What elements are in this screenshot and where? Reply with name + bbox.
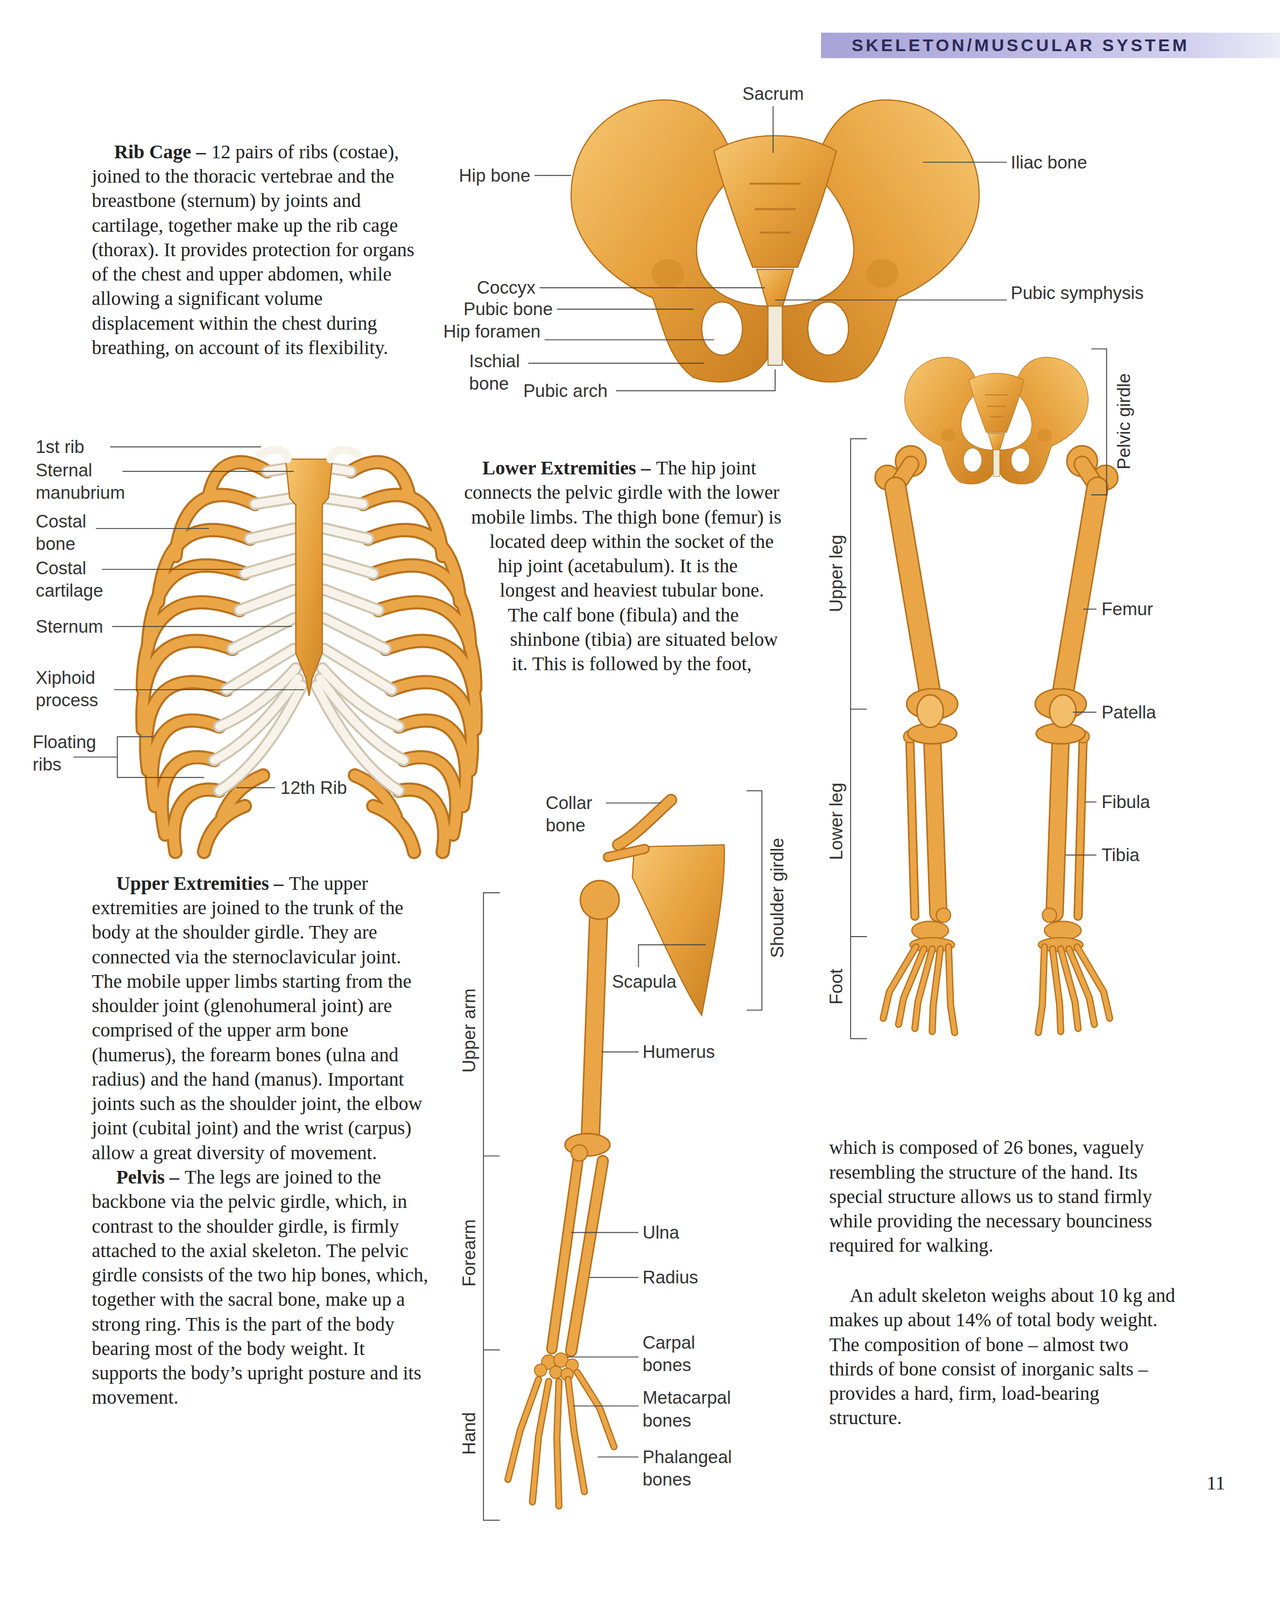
text-column: which is composed of 26 bones, vaguely r… bbox=[829, 1135, 1176, 1258]
header-band: SKELETON/MUSCULAR SYSTEM bbox=[820, 32, 1280, 58]
part-label: Phalangeal bones bbox=[642, 1445, 745, 1490]
text-column: Lower Extremities –The hip joint connect… bbox=[463, 455, 793, 752]
paragraph: An adult skeleton weighs about 10 kg and… bbox=[829, 1282, 1176, 1430]
bracket-label: Forearm bbox=[458, 1218, 481, 1287]
part-label: Coccyx bbox=[477, 276, 536, 299]
paragraph: Upper Extremities –The upper extremities… bbox=[92, 871, 435, 1165]
body-text: 12 pairs of ribs (costae), joined to the… bbox=[92, 140, 415, 358]
bracket-label: Shoulder girdle bbox=[765, 837, 789, 958]
paragraph: Rib Cage –12 pairs of ribs (costae), joi… bbox=[92, 139, 421, 360]
part-label: Sternal manubrium bbox=[35, 459, 148, 504]
part-label: Pubic bone bbox=[463, 297, 553, 321]
part-label: 1st rib bbox=[35, 435, 85, 458]
part-label: Hip bone bbox=[459, 164, 531, 187]
part-label: Costal bone bbox=[35, 509, 99, 555]
bracket-label: Lower leg bbox=[825, 782, 848, 860]
bracket-label: Upper arm bbox=[458, 987, 481, 1073]
bracket-label: Upper leg bbox=[825, 534, 848, 613]
body-text: The legs are joined to the backbone via … bbox=[92, 1165, 429, 1408]
part-label: Hip foramen bbox=[443, 320, 541, 343]
part-label: Humerus bbox=[642, 1040, 716, 1063]
body-text: The hip joint connects the pelvic girdle… bbox=[463, 456, 782, 674]
part-label: Metacarpal bones bbox=[642, 1386, 745, 1431]
text-column: Upper Extremities –The upper extremities… bbox=[92, 871, 435, 1410]
part-label: Iliac bone bbox=[1010, 150, 1088, 174]
text-column: An adult skeleton weighs about 10 kg and… bbox=[829, 1282, 1176, 1430]
part-label: Xiphoid process bbox=[35, 666, 113, 711]
part-label: Ischial bone bbox=[469, 350, 533, 395]
paragraph: Lower Extremities –The hip joint connect… bbox=[463, 455, 793, 676]
part-label: Costal cartilage bbox=[35, 556, 128, 602]
part-label: Patella bbox=[1101, 700, 1156, 724]
leader-lines bbox=[73, 106, 1107, 1520]
paragraph: Pelvis –The legs are joined to the backb… bbox=[92, 1164, 435, 1410]
part-label: 12th Rib bbox=[280, 776, 348, 799]
paragraph: which is composed of 26 bones, vaguely r… bbox=[829, 1135, 1176, 1258]
part-label: Scapula bbox=[612, 969, 677, 993]
part-label: Sacrum bbox=[742, 82, 804, 106]
part-label: Pubic arch bbox=[523, 379, 608, 402]
part-label: Femur bbox=[1101, 597, 1153, 621]
bracket-label: Foot bbox=[825, 968, 848, 1004]
part-label: Ulna bbox=[642, 1220, 680, 1243]
part-label: Floating ribs bbox=[32, 730, 115, 776]
paragraph-heading: Rib Cage – bbox=[114, 140, 206, 163]
body-text: An adult skeleton weighs about 10 kg and… bbox=[829, 1283, 1176, 1428]
header-text: SKELETON/MUSCULAR SYSTEM bbox=[851, 35, 1190, 56]
page-number: 11 bbox=[1206, 1471, 1225, 1495]
paragraph-heading: Pelvis – bbox=[116, 1165, 180, 1188]
paragraph-heading: Lower Extremities – bbox=[482, 456, 651, 479]
body-text: The upper extremities are joined to the … bbox=[92, 871, 423, 1163]
bracket-label: Hand bbox=[458, 1411, 481, 1455]
body-text: which is composed of 26 bones, vaguely r… bbox=[829, 1136, 1152, 1256]
part-label: Fibula bbox=[1101, 790, 1151, 813]
bracket-label: Pelvic girdle bbox=[1112, 372, 1135, 470]
text-column: Rib Cage –12 pairs of ribs (costae), joi… bbox=[92, 139, 421, 360]
part-label: Carpal bones bbox=[642, 1331, 725, 1376]
part-label: Collar bone bbox=[545, 791, 605, 837]
part-label: Pubic symphysis bbox=[1010, 281, 1144, 304]
part-label: Sternum bbox=[35, 614, 104, 638]
part-label: Radius bbox=[642, 1265, 699, 1289]
part-label: Tibia bbox=[1101, 843, 1140, 866]
paragraph-heading: Upper Extremities – bbox=[116, 871, 284, 894]
